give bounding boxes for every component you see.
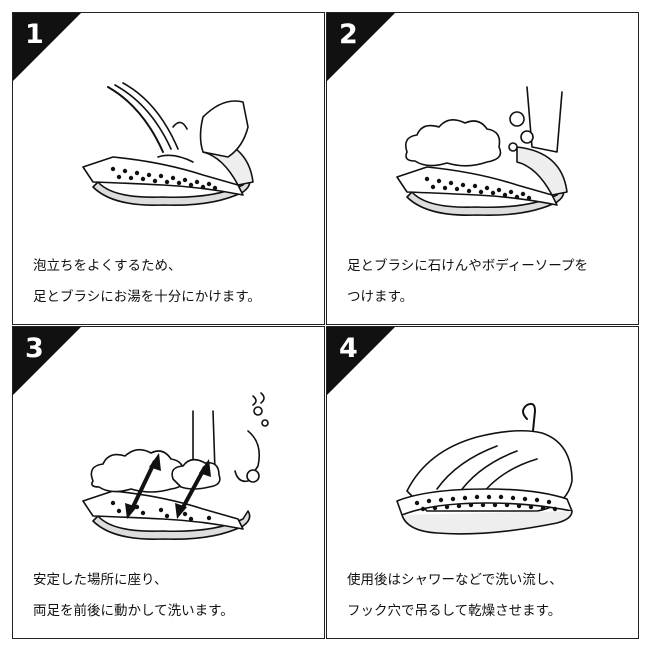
caption-line: つけます。 [347,289,414,305]
step-badge-2: 2 [327,13,395,81]
step-panel-2: 2 足とブラシに石けん [326,12,639,325]
step-number-1: 1 [25,19,44,50]
step-number-4: 4 [339,333,358,364]
step-panel-4: 4 [326,326,639,639]
step-badge-3: 3 [13,327,81,395]
step-panel-1: 1 [12,12,325,325]
step-caption-1: 泡立ちをよくするため、 足とブラシにお湯を十分にかけます。 [33,251,323,313]
caption-line: 足とブラシに石けんやボディーソープを [347,258,588,274]
caption-line: 両足を前後に動かして洗います。 [33,603,234,619]
step-panel-3: 3 [12,326,325,639]
caption-line: 泡立ちをよくするため、 [33,258,182,274]
step-caption-3: 安定した場所に座り、 両足を前後に動かして洗います。 [33,565,323,627]
step-caption-2: 足とブラシに石けんやボディーソープを つけます。 [347,251,637,313]
step-number-3: 3 [25,333,44,364]
foot-scrub-motion-illustration [82,392,269,541]
step-badge-1: 1 [13,13,81,81]
step-badge-4: 4 [327,327,395,395]
foot-brush-water-illustration [82,82,254,207]
step-number-2: 2 [339,19,358,50]
caption-line: 使用後はシャワーなどで洗い流し、 [347,572,563,588]
foot-brush-soap-illustration [396,86,568,217]
caption-line: 足とブラシにお湯を十分にかけます。 [33,289,261,305]
caption-line: 安定した場所に座り、 [33,572,168,588]
step-caption-4: 使用後はシャワーなどで洗い流し、 フック穴で吊るして乾燥させます。 [347,565,637,627]
caption-line: フック穴で吊るして乾燥させます。 [347,603,562,619]
brush-hanging-dry-illustration [396,402,573,535]
